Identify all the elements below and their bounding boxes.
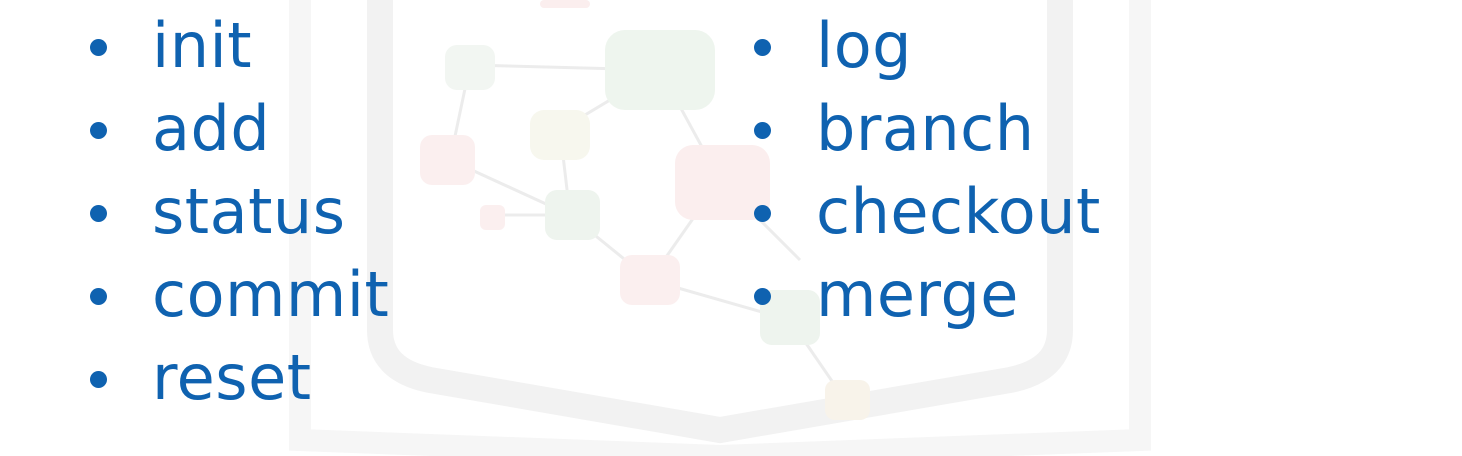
list-item-checkout: checkout — [752, 170, 1101, 253]
bullet-icon — [90, 371, 107, 388]
command-label: commit — [152, 258, 390, 331]
bullet-icon — [90, 205, 107, 222]
command-label: branch — [816, 92, 1035, 165]
bullet-icon — [754, 288, 771, 305]
bullet-icon — [90, 122, 107, 139]
command-label: init — [152, 9, 253, 82]
command-label: merge — [816, 258, 1019, 331]
command-label: status — [152, 175, 346, 248]
list-item-log: log — [752, 4, 1101, 87]
command-label: reset — [152, 341, 312, 414]
list-item-add: add — [88, 87, 389, 170]
command-label: add — [152, 92, 271, 165]
list-item-commit: commit — [88, 253, 389, 336]
bullet-icon — [754, 205, 771, 222]
command-label: checkout — [816, 175, 1101, 248]
bullet-icon — [90, 39, 107, 56]
command-list-left: init add status commit reset — [88, 4, 389, 419]
list-item-reset: reset — [88, 336, 389, 419]
command-label: log — [816, 9, 913, 82]
bullet-icon — [90, 288, 107, 305]
bullet-icon — [754, 122, 771, 139]
bullet-icon — [754, 39, 771, 56]
list-item-init: init — [88, 4, 389, 87]
command-list-right: log branch checkout merge — [752, 4, 1101, 336]
list-item-status: status — [88, 170, 389, 253]
list-item-merge: merge — [752, 253, 1101, 336]
list-item-branch: branch — [752, 87, 1101, 170]
